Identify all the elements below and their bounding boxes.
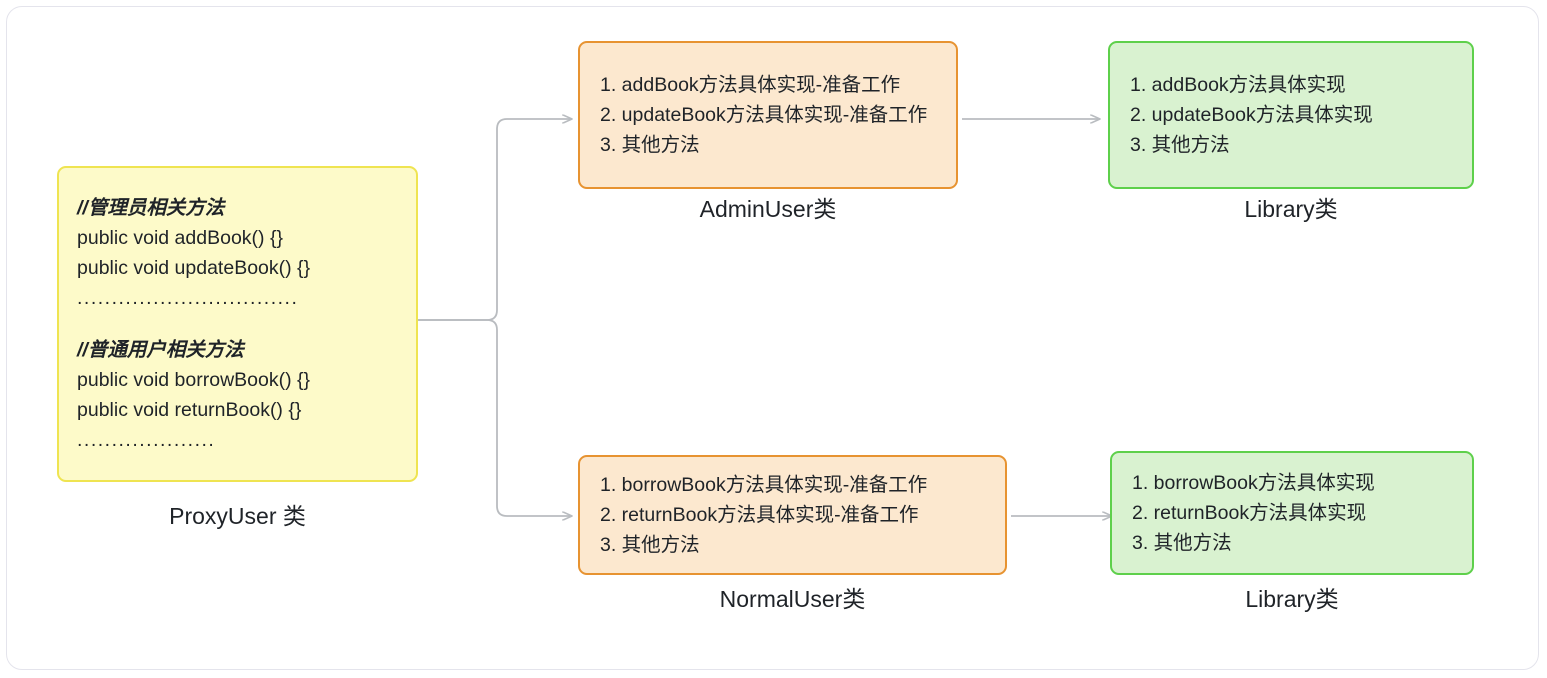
- library-bottom-step-list: 1. borrowBook方法具体实现 2. returnBook方法具体实现 …: [1112, 468, 1472, 558]
- proxyuser-admin-method-1: public void addBook() {}: [77, 227, 283, 249]
- normaluser-step-list: 1. borrowBook方法具体实现-准备工作 2. returnBook方法…: [580, 470, 1005, 560]
- proxyuser-admin-method-2: public void updateBook() {}: [77, 257, 311, 279]
- library-top-step-1: 1. addBook方法具体实现: [1130, 74, 1346, 96]
- caption-normaluser: NormalUser类: [719, 586, 866, 612]
- library-top-step-3: 3. 其他方法: [1130, 134, 1230, 156]
- adminuser-step-3: 3. 其他方法: [600, 134, 700, 156]
- proxyuser-admin-ellipsis: ................................: [77, 287, 299, 309]
- caption-library-bottom: Library类: [1245, 586, 1339, 612]
- normaluser-step-2: 2. returnBook方法具体实现-准备工作: [600, 504, 919, 526]
- adminuser-step-2: 2. updateBook方法具体实现-准备工作: [600, 104, 928, 126]
- caption-proxyuser: ProxyUser 类: [169, 503, 306, 529]
- node-normaluser[interactable]: 1. borrowBook方法具体实现-准备工作 2. returnBook方法…: [578, 455, 1007, 575]
- library-bottom-step-1: 1. borrowBook方法具体实现: [1132, 472, 1375, 494]
- node-adminuser[interactable]: 1. addBook方法具体实现-准备工作 2. updateBook方法具体实…: [578, 41, 958, 189]
- proxyuser-normal-comment: //普通用户相关方法: [77, 339, 244, 361]
- adminuser-step-list: 1. addBook方法具体实现-准备工作 2. updateBook方法具体实…: [580, 70, 956, 160]
- library-top-step-list: 1. addBook方法具体实现 2. updateBook方法具体实现 3. …: [1110, 70, 1472, 160]
- library-bottom-step-2: 2. returnBook方法具体实现: [1132, 502, 1367, 524]
- proxyuser-normal-ellipsis: ....................: [77, 429, 216, 451]
- node-library-bottom[interactable]: 1. borrowBook方法具体实现 2. returnBook方法具体实现 …: [1110, 451, 1474, 575]
- proxyuser-normal-method-1: public void borrowBook() {}: [77, 369, 311, 391]
- normaluser-step-3: 3. 其他方法: [600, 534, 700, 556]
- node-library-top[interactable]: 1. addBook方法具体实现 2. updateBook方法具体实现 3. …: [1108, 41, 1474, 189]
- proxyuser-code-block: //管理员相关方法 public void addBook() {} publi…: [59, 193, 416, 455]
- library-bottom-step-3: 3. 其他方法: [1132, 532, 1232, 554]
- node-proxyuser[interactable]: //管理员相关方法 public void addBook() {} publi…: [57, 166, 418, 482]
- library-top-step-2: 2. updateBook方法具体实现: [1130, 104, 1373, 126]
- proxyuser-admin-comment: //管理员相关方法: [77, 197, 225, 219]
- caption-library-top: Library类: [1244, 196, 1338, 222]
- adminuser-step-1: 1. addBook方法具体实现-准备工作: [600, 74, 901, 96]
- caption-adminuser: AdminUser类: [699, 196, 837, 222]
- proxyuser-normal-method-2: public void returnBook() {}: [77, 399, 302, 421]
- normaluser-step-1: 1. borrowBook方法具体实现-准备工作: [600, 474, 928, 496]
- proxyuser-code-spacer: [77, 313, 398, 335]
